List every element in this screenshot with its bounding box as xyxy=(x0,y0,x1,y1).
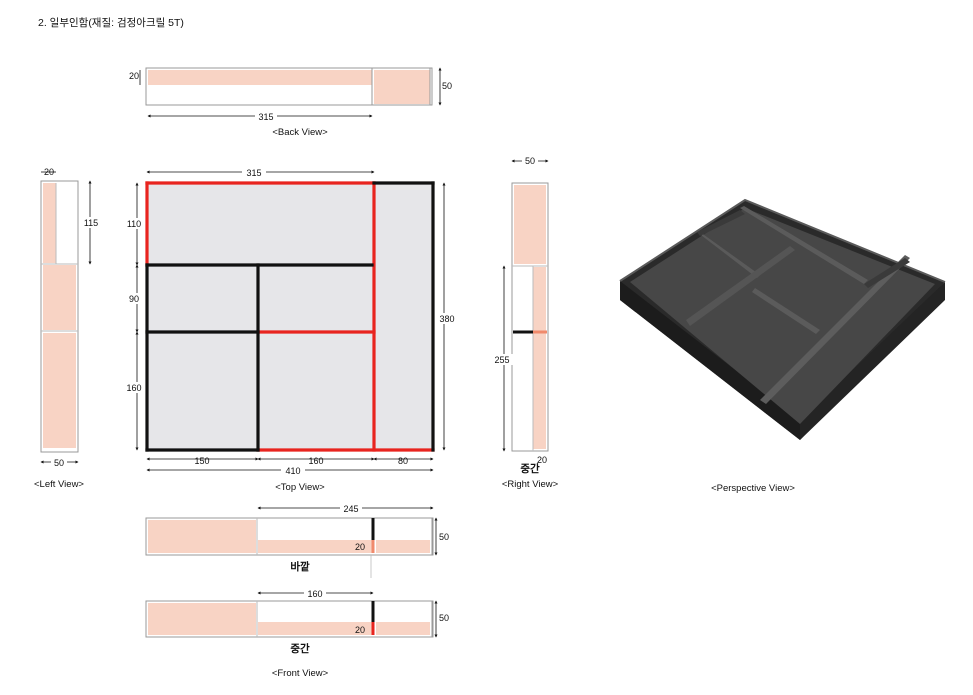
tray-floor xyxy=(630,208,935,424)
left-upper-dim: 115 xyxy=(84,218,98,228)
left-bottom-dim: 50 xyxy=(54,458,64,468)
right-top-dim: 50 xyxy=(525,156,535,166)
front-view-caption: <Front View> xyxy=(272,668,329,679)
row1-dim: 110 xyxy=(127,219,141,229)
back-view-right-block xyxy=(374,70,430,104)
right-middle-label: 중간 xyxy=(520,462,540,475)
total-width-dim: 410 xyxy=(285,466,300,476)
front-middle-height-dim: 50 xyxy=(439,613,449,623)
divider-4 xyxy=(752,288,820,334)
top-width-dim: 315 xyxy=(246,168,261,178)
top-view-caption: <Top View> xyxy=(275,482,325,493)
left-view-caption: <Left View> xyxy=(34,479,84,490)
col3-dim: 80 xyxy=(398,456,408,466)
right-view: 50 255 20 중간 <Right View> xyxy=(494,156,559,490)
front-outer-inner-dim: 20 xyxy=(355,542,365,552)
back-width-dim: 315 xyxy=(258,112,273,122)
back-view-caption: <Back View> xyxy=(272,127,328,138)
right-bottom-dim: 20 xyxy=(537,455,547,465)
front-view-middle: 160 50 20 중간 xyxy=(145,588,449,655)
total-height-dim: 380 xyxy=(439,314,454,324)
divider-2 xyxy=(740,206,868,284)
front-middle-width-dim: 160 xyxy=(307,589,322,599)
sheet-title: 2. 일부인함(재질: 검정아크릴 5T) xyxy=(38,16,184,29)
divider-5 xyxy=(760,255,910,404)
back-view: 315 50 20 <Back View> xyxy=(129,67,452,138)
right-view-caption: <Right View> xyxy=(502,479,559,490)
perspective-view: <Perspective View> xyxy=(619,198,946,494)
front-middle-inner-dim: 20 xyxy=(355,625,365,635)
top-view: 315 110 90 160 380 150 160 80 410 <Top V… xyxy=(124,167,457,493)
divider-3 xyxy=(686,246,795,326)
top-view-panel xyxy=(147,183,433,450)
left-view: 20 115 50 <Left View> xyxy=(34,167,102,490)
front-middle-label: 중간 xyxy=(290,642,310,655)
front-outer-height-dim: 50 xyxy=(439,532,449,542)
col1-dim: 150 xyxy=(194,456,209,466)
row2-dim: 90 xyxy=(129,294,139,304)
front-view-outer: 245 50 20 바깥 xyxy=(145,503,449,578)
row3-dim: 160 xyxy=(126,383,141,393)
tray-front-right-wall xyxy=(800,282,945,440)
left-top-dim: 20 xyxy=(44,167,54,177)
back-view-top-strip xyxy=(148,70,372,85)
front-outer-label: 바깥 xyxy=(290,560,310,573)
back-height-dim: 50 xyxy=(442,81,452,91)
back-top-dim: 20 xyxy=(129,71,139,81)
col2-dim: 160 xyxy=(308,456,323,466)
perspective-view-caption: <Perspective View> xyxy=(711,483,795,494)
tray-front-left-wall xyxy=(620,281,800,440)
divider-1 xyxy=(697,232,760,278)
front-outer-width-dim: 245 xyxy=(343,504,358,514)
right-height-dim: 255 xyxy=(494,355,509,365)
